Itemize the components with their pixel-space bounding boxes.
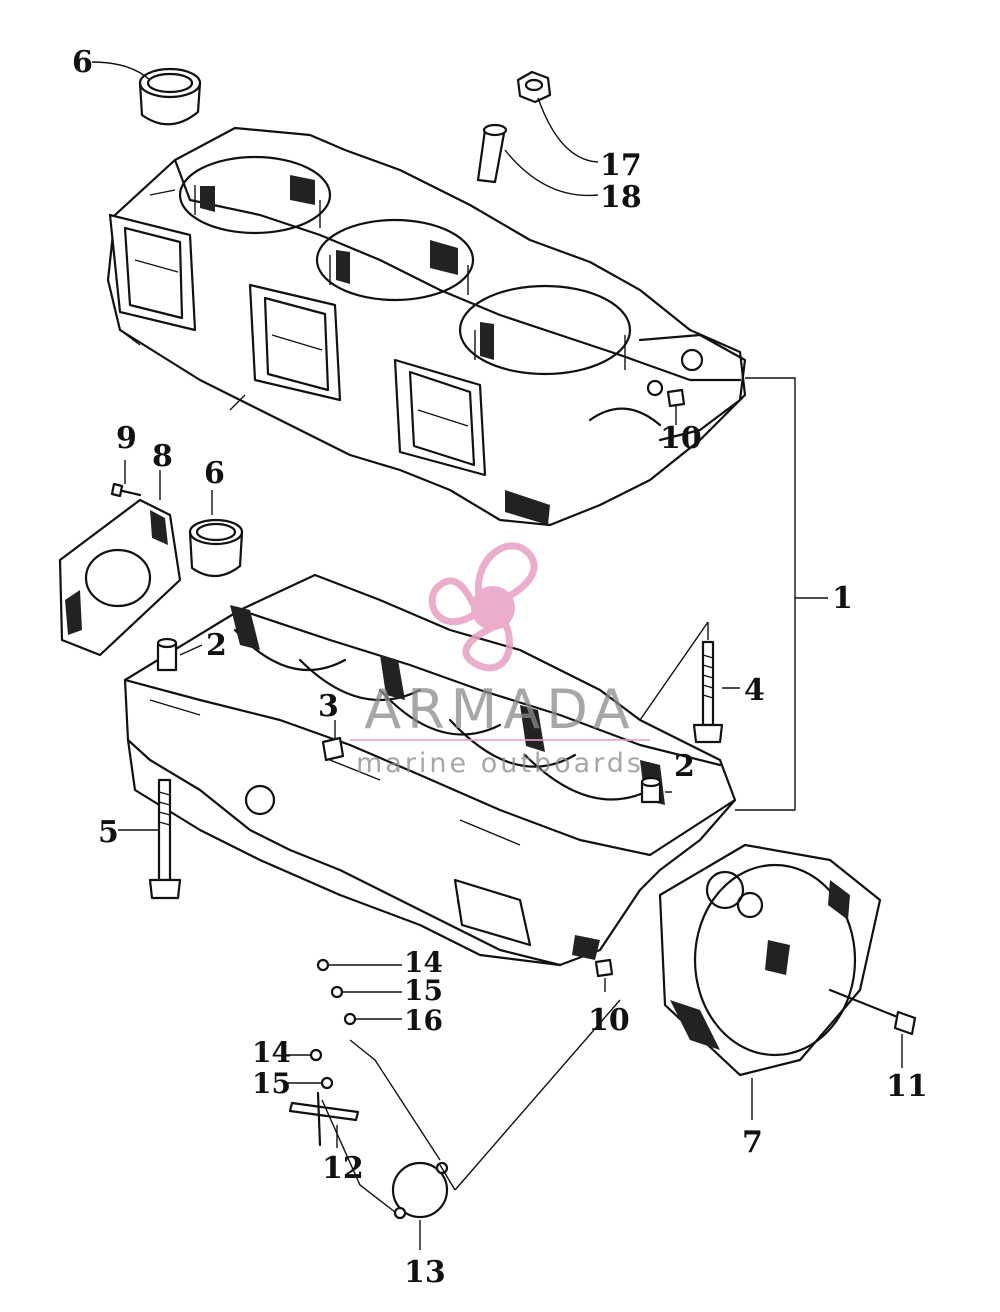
bolt-5 <box>148 778 182 900</box>
watermark-tagline: marine outboards <box>356 748 644 779</box>
callout-13: 13 <box>404 1255 446 1290</box>
callout-3: 3 <box>318 689 339 724</box>
bolt-4 <box>692 640 724 744</box>
callout-14-upper: 14 <box>404 946 443 979</box>
dowel-pin-left <box>156 637 178 672</box>
stud-18 <box>476 123 508 184</box>
watermark-brand: ARMADA <box>364 678 636 741</box>
screws-washers <box>309 958 357 1090</box>
seal-ring-mid <box>188 518 244 578</box>
callout-15-upper: 15 <box>404 974 443 1007</box>
callout-5: 5 <box>98 815 119 850</box>
callout-11: 11 <box>886 1069 928 1104</box>
pin-3 <box>321 736 345 762</box>
callout-15-lower: 15 <box>252 1067 291 1100</box>
callout-4: 4 <box>744 673 765 708</box>
callout-7: 7 <box>742 1125 763 1160</box>
callout-labels: 6 17 18 9 8 6 10 1 2 4 3 2 5 14 15 16 10… <box>72 45 928 1290</box>
cover-plate-8 <box>58 498 182 657</box>
callout-14-lower: 14 <box>252 1036 291 1069</box>
callout-6-mid: 6 <box>204 456 225 491</box>
screw-9 <box>110 482 142 498</box>
callout-18: 18 <box>600 180 642 215</box>
callout-10-lower: 10 <box>588 1003 630 1038</box>
pin-10-upper <box>666 388 686 408</box>
bracket-12 <box>288 1091 360 1147</box>
callout-9: 9 <box>116 421 137 456</box>
upper-crankcase <box>106 126 747 527</box>
callout-2-left: 2 <box>206 628 227 663</box>
callout-6-top: 6 <box>72 45 93 80</box>
leader-lines <box>91 61 903 1250</box>
lower-crankcase <box>123 573 737 967</box>
callout-10-upper: 10 <box>660 421 702 456</box>
callout-8: 8 <box>152 439 173 474</box>
flywheel-housing-7 <box>658 843 882 1077</box>
nut-17 <box>516 70 552 104</box>
propeller-logo <box>428 542 538 672</box>
armada-watermark: ARMADA marine outboards <box>350 542 650 779</box>
callout-1: 1 <box>832 581 853 616</box>
bolt-11 <box>828 988 917 1036</box>
cover-13 <box>391 1161 449 1220</box>
callout-2-right: 2 <box>674 749 695 784</box>
callout-12: 12 <box>322 1151 364 1186</box>
callout-17: 17 <box>600 148 642 183</box>
dowel-pin-right <box>640 776 662 804</box>
seal-ring-top <box>138 67 202 126</box>
pin-10-lower <box>594 958 614 978</box>
callout-16: 16 <box>404 1004 443 1037</box>
